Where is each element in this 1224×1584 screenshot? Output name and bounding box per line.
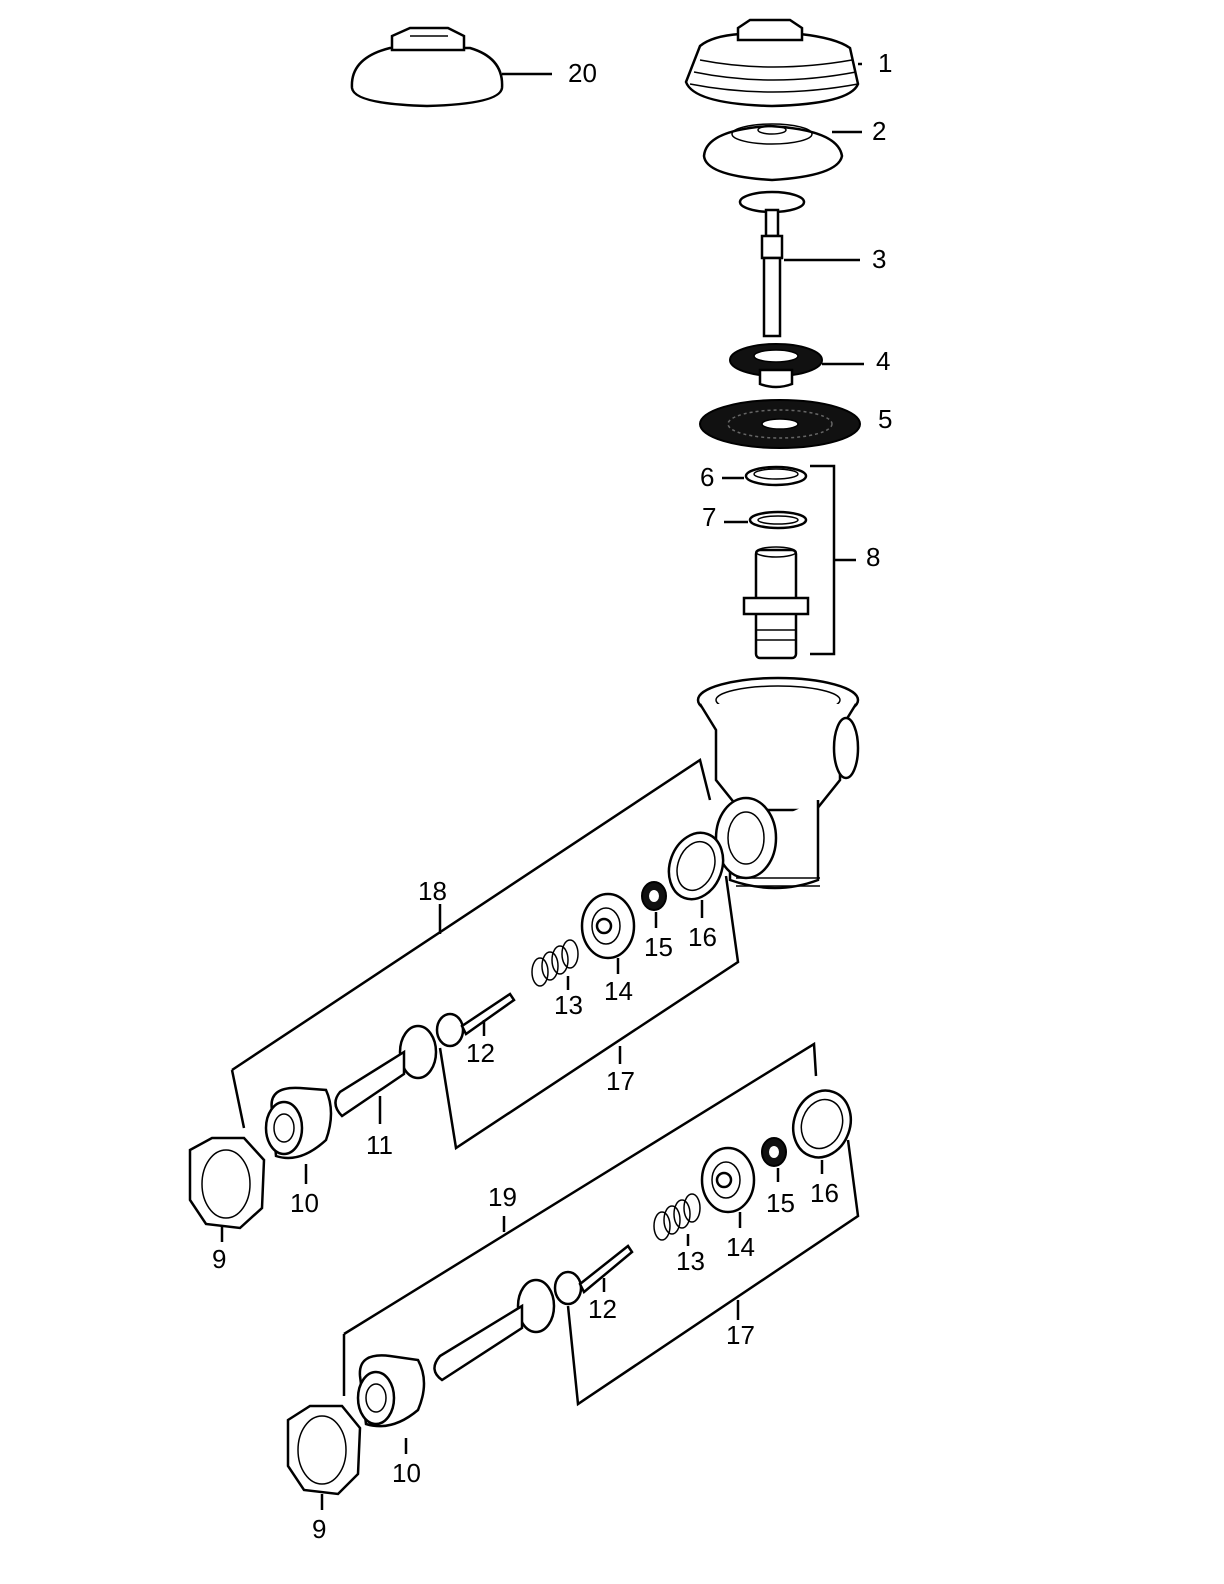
callout-7: 7 [702,502,716,532]
part-4-seal [729,343,823,389]
part-14b-bearing [700,1146,756,1214]
part-13a-spring [531,939,579,987]
part-14a-bearing [580,892,636,960]
callout-16b: 16 [810,1178,839,1208]
part-10b-socket [356,1354,426,1428]
part-11-handle [334,1024,438,1118]
callout-19: 19 [488,1182,517,1212]
callout-12a: 12 [466,1038,495,1068]
part-16a-gasket [667,831,725,901]
part-1-cap [684,18,860,108]
part-3-plunger [738,190,806,338]
callout-10a: 10 [290,1188,319,1218]
part-11b-handle [433,1278,556,1382]
callout-1: 1 [878,48,892,78]
callout-13a: 13 [554,990,583,1020]
callout-8: 8 [866,542,880,572]
callout-4: 4 [876,346,890,376]
valve-body [696,676,860,890]
callout-17a: 17 [606,1066,635,1096]
part-20-cap [350,26,504,108]
callout-2: 2 [872,116,886,146]
part-15a-bushing [641,881,667,911]
callout-15a: 15 [644,932,673,962]
callout-17b: 17 [726,1320,755,1350]
callout-9a: 9 [212,1244,226,1274]
part-12b-plunger [553,1244,634,1306]
part-8-cartridge [742,546,810,660]
part-15b-bushing [761,1137,787,1167]
part-9a-nut [188,1136,266,1230]
callout-3: 3 [872,244,886,274]
callout-12b: 12 [588,1294,617,1324]
part-9b-nut [286,1404,362,1496]
part-16b-gasket [791,1089,853,1159]
part-7-washer [748,510,808,530]
callout-13b: 13 [676,1246,705,1276]
callout-16a: 16 [688,922,717,952]
callout-15b: 15 [766,1188,795,1218]
part-5-diaphragm [699,399,861,449]
callout-20: 20 [568,58,597,88]
callout-18: 18 [418,876,447,906]
callout-11: 11 [366,1130,393,1160]
callout-9b: 9 [312,1514,326,1544]
part-6-ring [744,465,808,487]
callout-14a: 14 [604,976,633,1006]
callout-5: 5 [878,404,892,434]
part-13b-spring [653,1193,701,1241]
callout-6: 6 [700,462,714,492]
part-12a-plunger [435,992,516,1048]
callout-10b: 10 [392,1458,421,1488]
part-10a-socket [264,1086,333,1160]
callout-14b: 14 [726,1232,755,1262]
part-2-cover [702,123,844,182]
